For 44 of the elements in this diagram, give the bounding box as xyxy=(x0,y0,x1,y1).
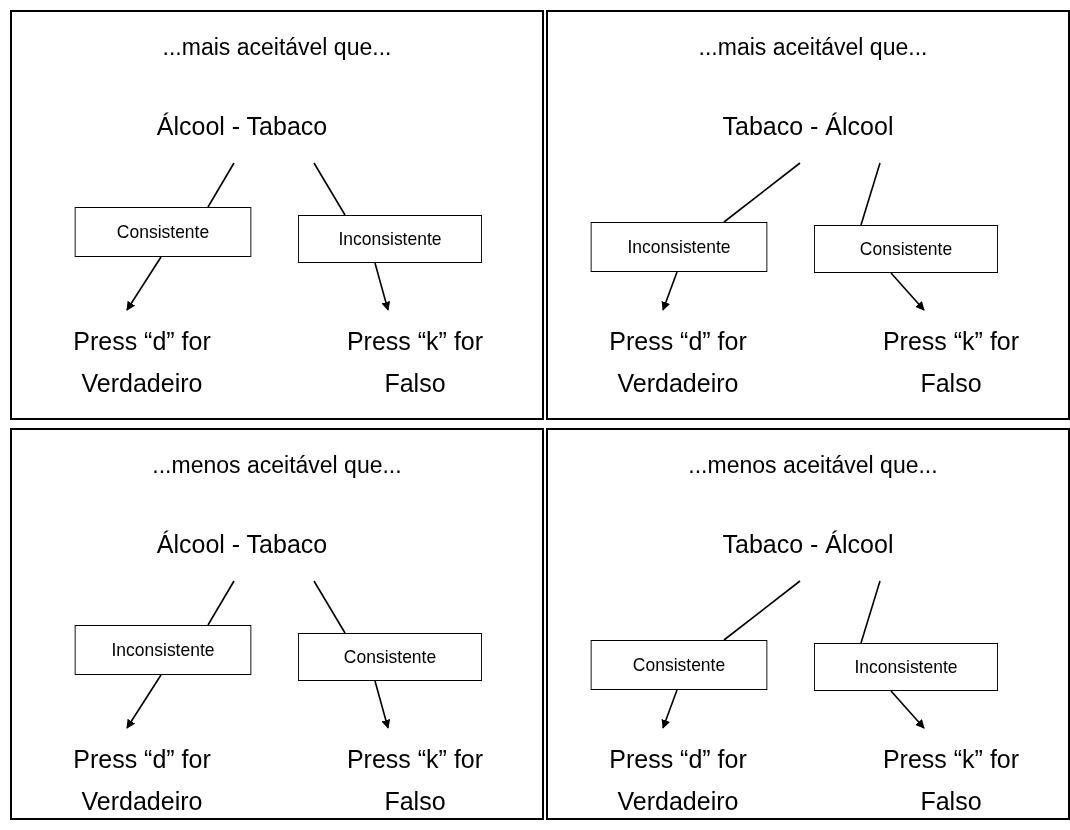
stimulus-text: Tabaco - Álcool xyxy=(722,530,894,559)
arrow xyxy=(661,271,678,311)
response-instruction: Press “d” for Verdadeiro xyxy=(42,320,242,404)
category-label: Consistente xyxy=(298,633,482,681)
panel-frame xyxy=(546,10,1070,420)
panel-heading: ...menos aceitável que... xyxy=(151,452,403,479)
category-label: Inconsistente xyxy=(814,643,998,691)
connector-line xyxy=(860,162,881,226)
arrow xyxy=(374,680,391,729)
category-label: Consistente xyxy=(590,640,768,690)
response-instruction: Press “k” for Falso xyxy=(851,320,1051,404)
panel-frame xyxy=(546,428,1070,820)
category-label: Consistente xyxy=(74,207,252,257)
arrow xyxy=(890,690,925,729)
arrow xyxy=(374,262,391,311)
category-label: Consistente xyxy=(814,225,998,273)
connector-line xyxy=(860,580,881,644)
panel-heading: ...mais aceitável que... xyxy=(697,34,929,61)
panel-frame xyxy=(10,428,544,820)
stimulus-text: Álcool - Tabaco xyxy=(156,112,328,141)
response-instruction: Press “d” for Verdadeiro xyxy=(42,738,242,822)
response-instruction: Press “d” for Verdadeiro xyxy=(578,320,778,404)
response-instruction: Press “k” for Falso xyxy=(315,738,515,822)
connector-line xyxy=(207,580,235,626)
connector-line xyxy=(313,580,346,634)
stimulus-text: Álcool - Tabaco xyxy=(156,530,328,559)
stimulus-text: Tabaco - Álcool xyxy=(722,112,894,141)
panel-heading: ...menos aceitável que... xyxy=(687,452,939,479)
response-instruction: Press “k” for Falso xyxy=(315,320,515,404)
panel-heading: ...mais aceitável que... xyxy=(161,34,393,61)
category-label: Inconsistente xyxy=(590,222,768,272)
category-label: Inconsistente xyxy=(74,625,252,675)
connector-line xyxy=(313,162,346,216)
arrow xyxy=(661,689,678,729)
arrow xyxy=(126,674,162,729)
response-instruction: Press “d” for Verdadeiro xyxy=(578,738,778,822)
response-instruction: Press “k” for Falso xyxy=(851,738,1051,822)
arrow xyxy=(126,256,162,311)
category-label: Inconsistente xyxy=(298,215,482,263)
panel-frame xyxy=(10,10,544,420)
arrow xyxy=(890,272,925,311)
connector-line xyxy=(723,580,801,641)
connector-line xyxy=(723,162,801,223)
connector-line xyxy=(207,162,235,208)
